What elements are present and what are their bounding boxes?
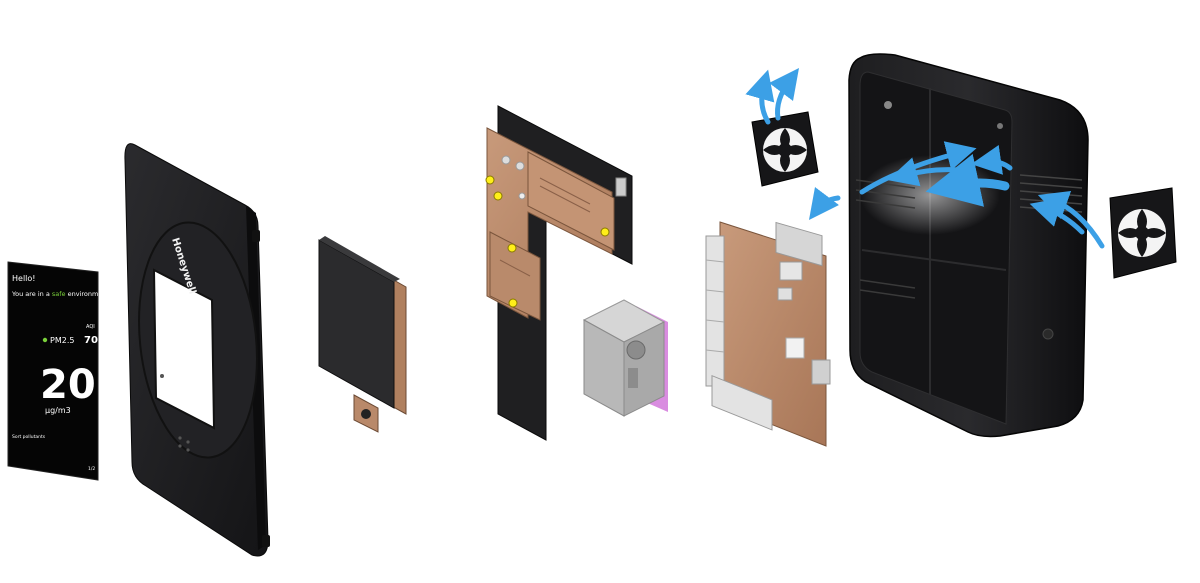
airflow-arrow [745,69,775,125]
light-sensor [160,374,164,378]
flex-connector [353,394,379,433]
exhaust-fan [751,111,819,187]
test-pad [600,227,610,237]
display-screen: Hello! You are in a safe environment PM2… [7,261,109,481]
screen-footer-right: 1/2 [88,466,95,472]
mount-screw [884,101,892,109]
airflow-arrow [925,153,1010,207]
side-value: 70 [84,335,98,346]
screen-message: You are in a safe environment [11,290,109,298]
status-dot [42,337,48,343]
bezel-window [152,268,216,430]
intake-fan [1109,187,1177,279]
reading-value: 20 [40,362,96,408]
front-bezel: Honeywell [124,143,270,557]
airflow-arrow [808,186,841,220]
pcb-chip [785,337,805,359]
side-label: AQI [86,324,95,330]
bottom-connector [711,374,773,431]
pollutant-label: PM2.5 [50,336,74,345]
screen-greeting: Hello! [12,274,35,283]
secondary-pcb [705,221,831,447]
airflow-arrow [1029,197,1085,235]
airflow-arrows [745,67,1105,249]
rear-housing [848,53,1089,438]
screen-footer-left: Sort pollutants [12,434,46,440]
test-pad [507,243,517,253]
main-pcb [485,105,633,441]
side-port [811,359,831,385]
airflow-arrow [971,145,1013,175]
airflow-arrow [887,157,963,187]
pcb-component [779,261,803,281]
test-pad [508,298,518,308]
particle-sensor [582,299,668,417]
reading-unit: μg/m3 [45,406,71,415]
airflow-arrow [769,67,799,121]
housing-highlight [860,155,1000,235]
edge-connector [705,235,725,387]
test-pad [493,191,503,201]
test-pad [485,175,495,185]
pcb-connector [615,177,627,197]
lcd-module [318,236,407,433]
